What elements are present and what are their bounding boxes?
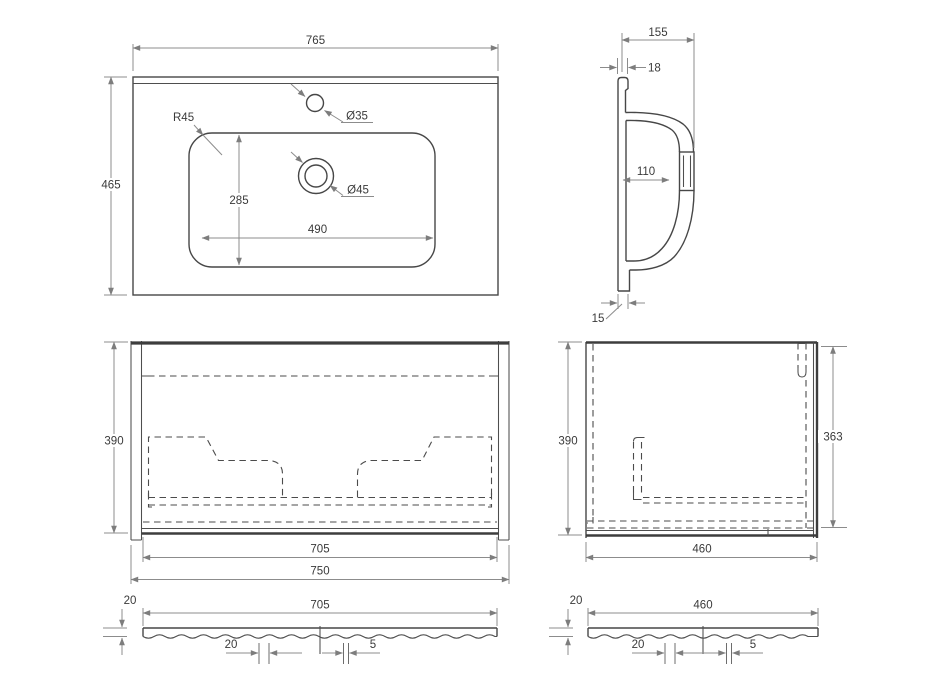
rim-inner-curve	[625, 119, 681, 153]
plinth-side-section: 20 460 20 5	[549, 595, 819, 664]
tap-hole	[305, 93, 325, 113]
cabinet-side-view: 390 363 460	[553, 341, 848, 562]
backsplash-profile	[617, 76, 629, 291]
drain-recess	[297, 157, 335, 195]
ext-lines-18	[617, 58, 628, 74]
dim-basin-height: 465	[101, 180, 120, 192]
r45-leader-tail	[202, 134, 223, 156]
drawer-bottom-hidden-band	[148, 496, 492, 506]
dim-bottom-thickness: 15	[592, 313, 605, 325]
basin-plan-view: 765 465 R45 Ø35 285 490 Ø45	[96, 35, 499, 296]
drain-hole	[304, 164, 328, 188]
rail-channel-bottom	[797, 368, 807, 378]
label-mask	[301, 222, 335, 235]
dim-side-height: 390	[558, 436, 577, 448]
drawer-box-hidden-left	[147, 436, 284, 497]
bowl-inner-wall	[626, 190, 681, 262]
dim-bowl-depth: 285	[229, 195, 248, 207]
label-mask	[303, 598, 337, 610]
label-mask	[686, 598, 720, 610]
dim-bowl-width: 490	[308, 224, 327, 236]
hidden-drawer-back-channel	[632, 442, 643, 497]
right-side-panel	[497, 341, 510, 541]
countertop-outline	[132, 76, 499, 296]
dim-tap-hole-dia: Ø35	[346, 111, 368, 123]
dim-side-inner-height: 363	[823, 432, 842, 444]
dim-plinth-side-groove: 20	[632, 639, 645, 651]
dim-corner-radius: R45	[173, 112, 194, 124]
dim-cabinet-total-width: 750	[310, 566, 329, 578]
rim-outer-curve	[625, 111, 695, 153]
dim-plinth-front-gap: 5	[370, 639, 376, 651]
rim-section-inner-lines	[682, 155, 692, 187]
tap-hole-leader-lower	[324, 110, 344, 123]
dim-plinth-front-thickness: 20	[124, 595, 137, 607]
dim-drawer-front-width: 705	[310, 544, 329, 556]
left-side-panel	[130, 341, 143, 541]
basin-section-view: 155 18 110 15	[592, 27, 695, 325]
dim-plinth-front-groove: 20	[225, 639, 238, 651]
tap-hole-leader-upper	[290, 83, 306, 97]
dim-plinth-side-thickness: 20	[570, 595, 583, 607]
drawer-back-top-bracket	[632, 436, 645, 442]
bowl-outer-wall	[629, 190, 695, 271]
plinth-side-gap-ticks	[726, 643, 732, 664]
ext-lines-465	[104, 76, 127, 296]
bowl-outline	[188, 132, 436, 268]
plinth-front-gap-ticks	[343, 643, 349, 664]
dim-drain-dia: Ø45	[347, 185, 369, 197]
ext-lines-15	[617, 294, 629, 309]
drain-leader-upper	[290, 151, 303, 163]
label-mask	[303, 542, 337, 554]
label-mask	[818, 430, 848, 443]
cabinet-front-view: 390 705 750	[99, 341, 510, 584]
ext-lines-155	[621, 33, 695, 148]
drain-leader-lower	[329, 185, 344, 196]
dim-bowl-inner-depth: 110	[637, 166, 655, 178]
plinth-side-break-line	[587, 634, 818, 639]
hidden-drawer-bottom-band	[643, 496, 806, 504]
dim-cabinet-depth: 460	[692, 544, 711, 556]
dim-plinth-front-length: 705	[310, 600, 329, 612]
drawer-back-bottom-bracket	[632, 492, 642, 501]
label-mask	[99, 434, 129, 447]
label-mask	[96, 178, 126, 191]
label-mask	[685, 542, 719, 554]
plinth-front-break-line	[142, 634, 497, 639]
label-mask	[223, 193, 255, 207]
label-mask	[553, 434, 583, 447]
hidden-back-panel-foot	[587, 517, 594, 524]
dim-plinth-side-length: 460	[693, 600, 712, 612]
dim-back-thickness: 18	[648, 63, 661, 75]
plinth-front-section: 20 705 20 5	[103, 595, 498, 664]
ext-lines-plinth-front-20	[103, 627, 127, 637]
ext-lines-plinth-side-20	[549, 627, 573, 637]
hidden-top-rail-channel	[797, 342, 807, 368]
dim-plinth-side-gap: 5	[750, 639, 756, 651]
label-mask	[303, 564, 337, 576]
profile-foot	[618, 270, 631, 292]
leader-15	[605, 303, 623, 320]
rim-front-edge-section	[678, 151, 695, 192]
dim-cabinet-height: 390	[104, 436, 123, 448]
plinth-front-groove-ticks	[258, 643, 270, 664]
drawer-box-hidden-right	[356, 436, 493, 497]
r45-leader-arrow	[193, 124, 204, 136]
dim-section-depth: 155	[648, 27, 667, 39]
hidden-bottom-panel-lines	[587, 520, 813, 529]
dim-basin-width: 765	[306, 35, 325, 47]
plinth-side-groove-ticks	[664, 643, 676, 664]
